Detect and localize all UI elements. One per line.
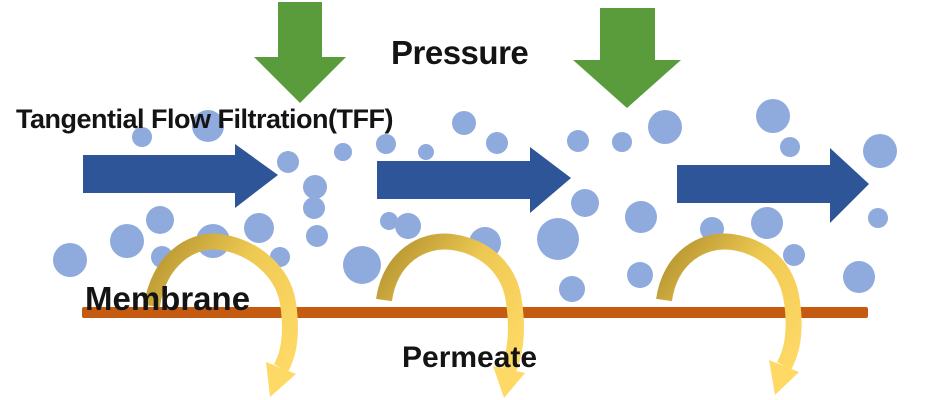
particle bbox=[843, 261, 875, 293]
pressure-arrow-right-icon bbox=[573, 8, 681, 108]
particle bbox=[303, 175, 327, 199]
permeate-arrow-left-curve bbox=[144, 233, 298, 372]
membrane-label: Membrane bbox=[85, 280, 251, 317]
particle bbox=[751, 207, 783, 239]
particle bbox=[376, 134, 396, 154]
permeate-arrow-right-curve bbox=[656, 233, 802, 370]
feed-flow-arrows bbox=[83, 144, 869, 223]
particle bbox=[756, 99, 790, 133]
particle bbox=[110, 224, 144, 258]
permeate-arrow-middle bbox=[376, 233, 525, 398]
permeate-arrow-right bbox=[656, 233, 802, 395]
permeate-arrow-middle-curve bbox=[376, 233, 524, 374]
particle bbox=[192, 110, 224, 142]
permeate-arrow-middle-head bbox=[493, 366, 525, 398]
pressure-arrow-left-icon bbox=[254, 2, 346, 103]
particle bbox=[132, 127, 152, 147]
particle bbox=[343, 246, 381, 284]
particle bbox=[380, 212, 398, 230]
permeate-arrow-right-head bbox=[769, 360, 799, 395]
permeate-label: Permeate bbox=[402, 341, 538, 374]
particle bbox=[625, 201, 657, 233]
particle bbox=[537, 218, 579, 260]
particle bbox=[627, 262, 653, 288]
particle bbox=[783, 244, 805, 266]
pressure-label: Pressure bbox=[391, 34, 529, 71]
particle bbox=[486, 132, 508, 154]
particle bbox=[571, 189, 599, 217]
particle bbox=[612, 132, 632, 152]
particle bbox=[277, 151, 299, 173]
particle bbox=[395, 213, 421, 239]
pressure-arrows bbox=[254, 2, 681, 108]
membrane-line bbox=[82, 307, 868, 318]
tff-title-label: Tangential Flow Filtration(TFF) bbox=[16, 104, 393, 134]
permeate-arrow-left-head bbox=[266, 362, 296, 397]
particle bbox=[418, 144, 434, 160]
feed-flow-arrow-right-icon bbox=[677, 148, 869, 223]
particle bbox=[244, 213, 274, 243]
permeate-arrow-left bbox=[144, 233, 298, 397]
particle bbox=[567, 130, 589, 152]
feed-flow-arrow-middle-icon bbox=[377, 147, 571, 213]
particle bbox=[334, 143, 352, 161]
particle bbox=[868, 208, 888, 228]
particle bbox=[559, 276, 585, 302]
particle bbox=[53, 243, 87, 277]
particle bbox=[780, 137, 800, 157]
feed-flow-arrow-left-icon bbox=[83, 144, 278, 208]
particle bbox=[648, 110, 682, 144]
particle bbox=[146, 206, 174, 234]
particle bbox=[863, 134, 897, 168]
particle bbox=[452, 111, 476, 135]
particle bbox=[303, 197, 325, 219]
permeate-arrows bbox=[144, 233, 802, 398]
particle bbox=[306, 225, 328, 247]
